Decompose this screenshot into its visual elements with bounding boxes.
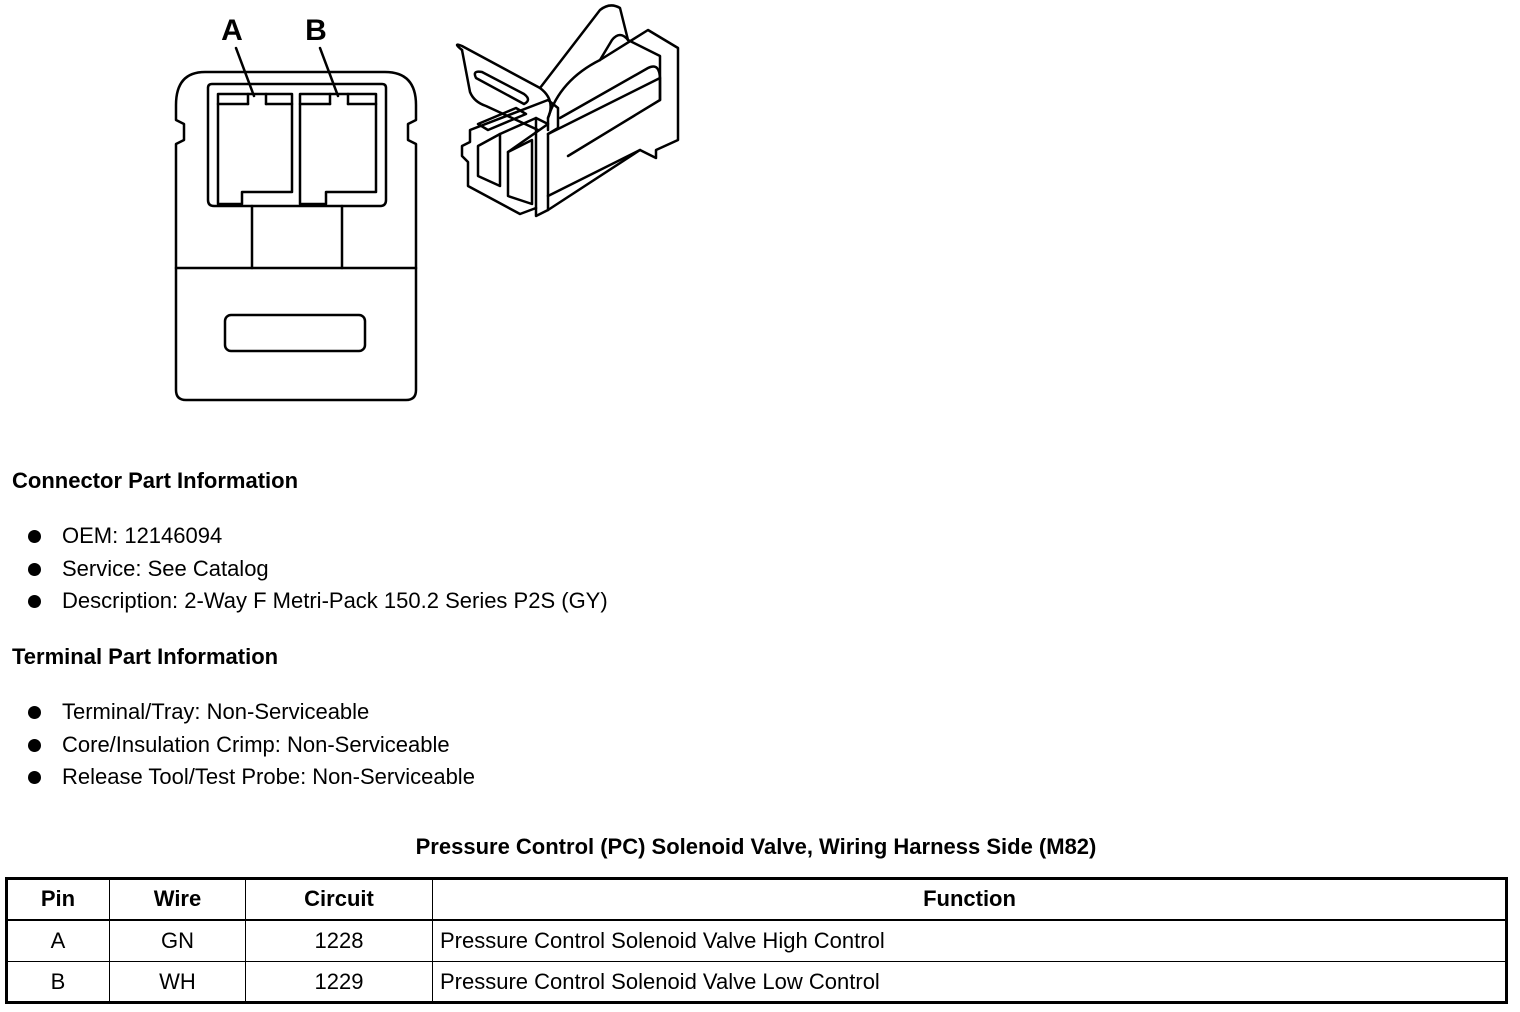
cavity-a (216, 92, 294, 206)
header-wire: Wire (109, 878, 246, 921)
bullet-icon (28, 771, 41, 784)
pin-label-b: B (305, 14, 327, 47)
table-header-row: Pin Wire Circuit Function (6, 878, 1507, 921)
terminal-info-list: Terminal/Tray: Non-Serviceable Core/Insu… (28, 696, 475, 794)
cell-pin: A (6, 919, 110, 962)
header-circuit: Circuit (245, 878, 433, 921)
bullet-icon (28, 530, 41, 543)
bullet-icon (28, 738, 41, 752)
bullet-icon (28, 562, 41, 576)
table-title: Pressure Control (PC) Solenoid Valve, Wi… (415, 834, 1097, 859)
cell-wire: GN (109, 919, 246, 962)
pin-table: Pin Wire Circuit Function A GN 1228 Pres… (5, 877, 1508, 1004)
cell-function: Pressure Control Solenoid Valve Low Cont… (432, 961, 1507, 1003)
list-item: OEM: 12146094 (28, 520, 608, 553)
table-row: B WH 1229 Pressure Control Solenoid Valv… (6, 961, 1507, 1003)
bullet-icon (28, 706, 41, 719)
list-item: Core/Insulation Crimp: Non-Serviceable (28, 729, 475, 762)
connector-diagram: A B (174, 4, 680, 402)
cell-circuit: 1228 (245, 919, 433, 962)
connector-inner-housing (206, 82, 388, 208)
connector-part-info-heading: Connector Part Information (12, 468, 299, 493)
header-pin: Pin (6, 878, 110, 921)
connector-front-outline (174, 70, 418, 402)
cavity-b (298, 92, 378, 206)
header-function: Function (432, 878, 1507, 921)
list-item: Service: See Catalog (28, 553, 608, 586)
connector-info-list: OEM: 12146094 Service: See Catalog Descr… (28, 520, 608, 618)
cell-function: Pressure Control Solenoid Valve High Con… (432, 919, 1507, 962)
list-item: Terminal/Tray: Non-Serviceable (28, 696, 475, 729)
list-item: Release Tool/Test Probe: Non-Serviceable (28, 761, 475, 794)
list-item: Description: 2-Way F Metri-Pack 150.2 Se… (28, 585, 608, 618)
connector-iso-view (455, 4, 680, 218)
pin-label-a: A (221, 14, 243, 47)
connector-window (223, 313, 367, 353)
cell-wire: WH (109, 961, 246, 1003)
terminal-part-info-heading: Terminal Part Information (12, 644, 279, 669)
table-row: A GN 1228 Pressure Control Solenoid Valv… (6, 919, 1507, 962)
cell-circuit: 1229 (245, 961, 433, 1003)
bullet-icon (28, 595, 41, 608)
cell-pin: B (6, 961, 110, 1003)
